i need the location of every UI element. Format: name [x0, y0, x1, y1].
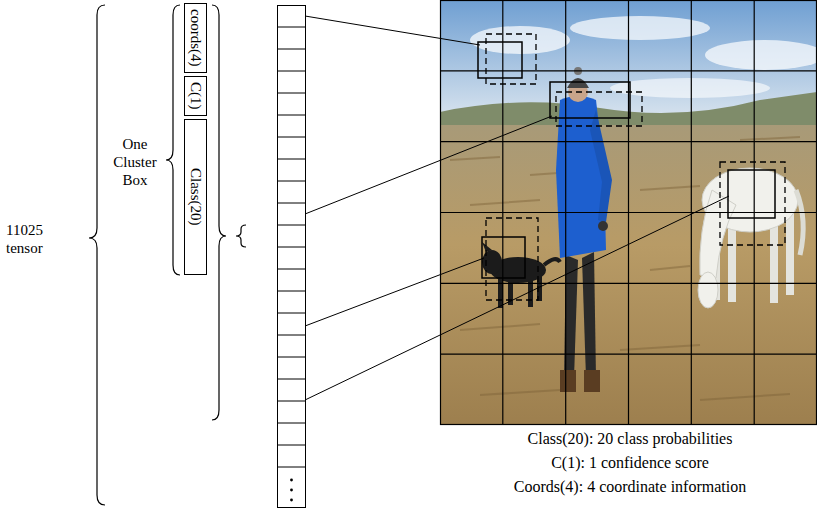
legend-note: C(1): 1 confidence score	[470, 453, 790, 472]
person-boot	[560, 370, 576, 392]
brace	[212, 5, 226, 420]
ellipsis-dot	[290, 479, 293, 482]
horse-leg	[728, 220, 736, 302]
dog-tail	[544, 259, 560, 265]
person-hat	[567, 78, 589, 88]
leader-line	[305, 16, 729, 400]
legend-note: Class(20): 20 class probabilities	[470, 429, 790, 448]
predicted-box	[728, 170, 775, 218]
brace	[89, 5, 105, 505]
horse-head	[698, 272, 718, 308]
horse-neck	[700, 190, 736, 278]
tensor-field-box: C(1)	[184, 76, 207, 116]
tensor-cell	[277, 27, 305, 467]
brace	[166, 5, 180, 275]
person-leg	[582, 252, 596, 378]
photo	[440, 0, 817, 425]
anchor-box	[556, 92, 642, 126]
cloud	[570, 16, 710, 40]
horse-leg	[786, 210, 794, 295]
photo-border	[441, 1, 817, 425]
ellipsis-dot	[290, 489, 293, 492]
dog-head	[482, 250, 502, 274]
anchor-box	[486, 218, 538, 300]
tensor-field-box: Class(20)	[184, 119, 207, 275]
anchor-box	[720, 162, 785, 245]
person-hand	[598, 221, 608, 231]
legend-note: Coords(4): 4 coordinate information	[470, 477, 790, 496]
field-label: coords(4)	[187, 9, 204, 66]
field-label: Class(20)	[187, 168, 204, 226]
person-boot	[584, 370, 600, 392]
ellipsis-dot	[290, 499, 293, 502]
brace	[236, 225, 246, 247]
tensor-field-box: coords(4)	[184, 3, 207, 73]
dog-ear	[482, 242, 492, 252]
horse-tail	[796, 190, 803, 255]
predicted-box	[478, 42, 522, 78]
bracket-label: 11025 tensor	[6, 221, 56, 257]
cloud	[610, 78, 770, 98]
predicted-box	[550, 82, 630, 118]
predicted-box	[482, 237, 525, 278]
cloud	[470, 26, 570, 54]
person-arm	[590, 110, 612, 222]
cloud	[705, 40, 817, 70]
tensor-column	[278, 6, 306, 508]
person-jacket	[556, 96, 606, 258]
field-label: C(1)	[187, 82, 204, 110]
grid-line	[440, 0, 817, 425]
anchor-box	[486, 34, 536, 84]
bracket-label: One Cluster Box	[106, 135, 164, 189]
